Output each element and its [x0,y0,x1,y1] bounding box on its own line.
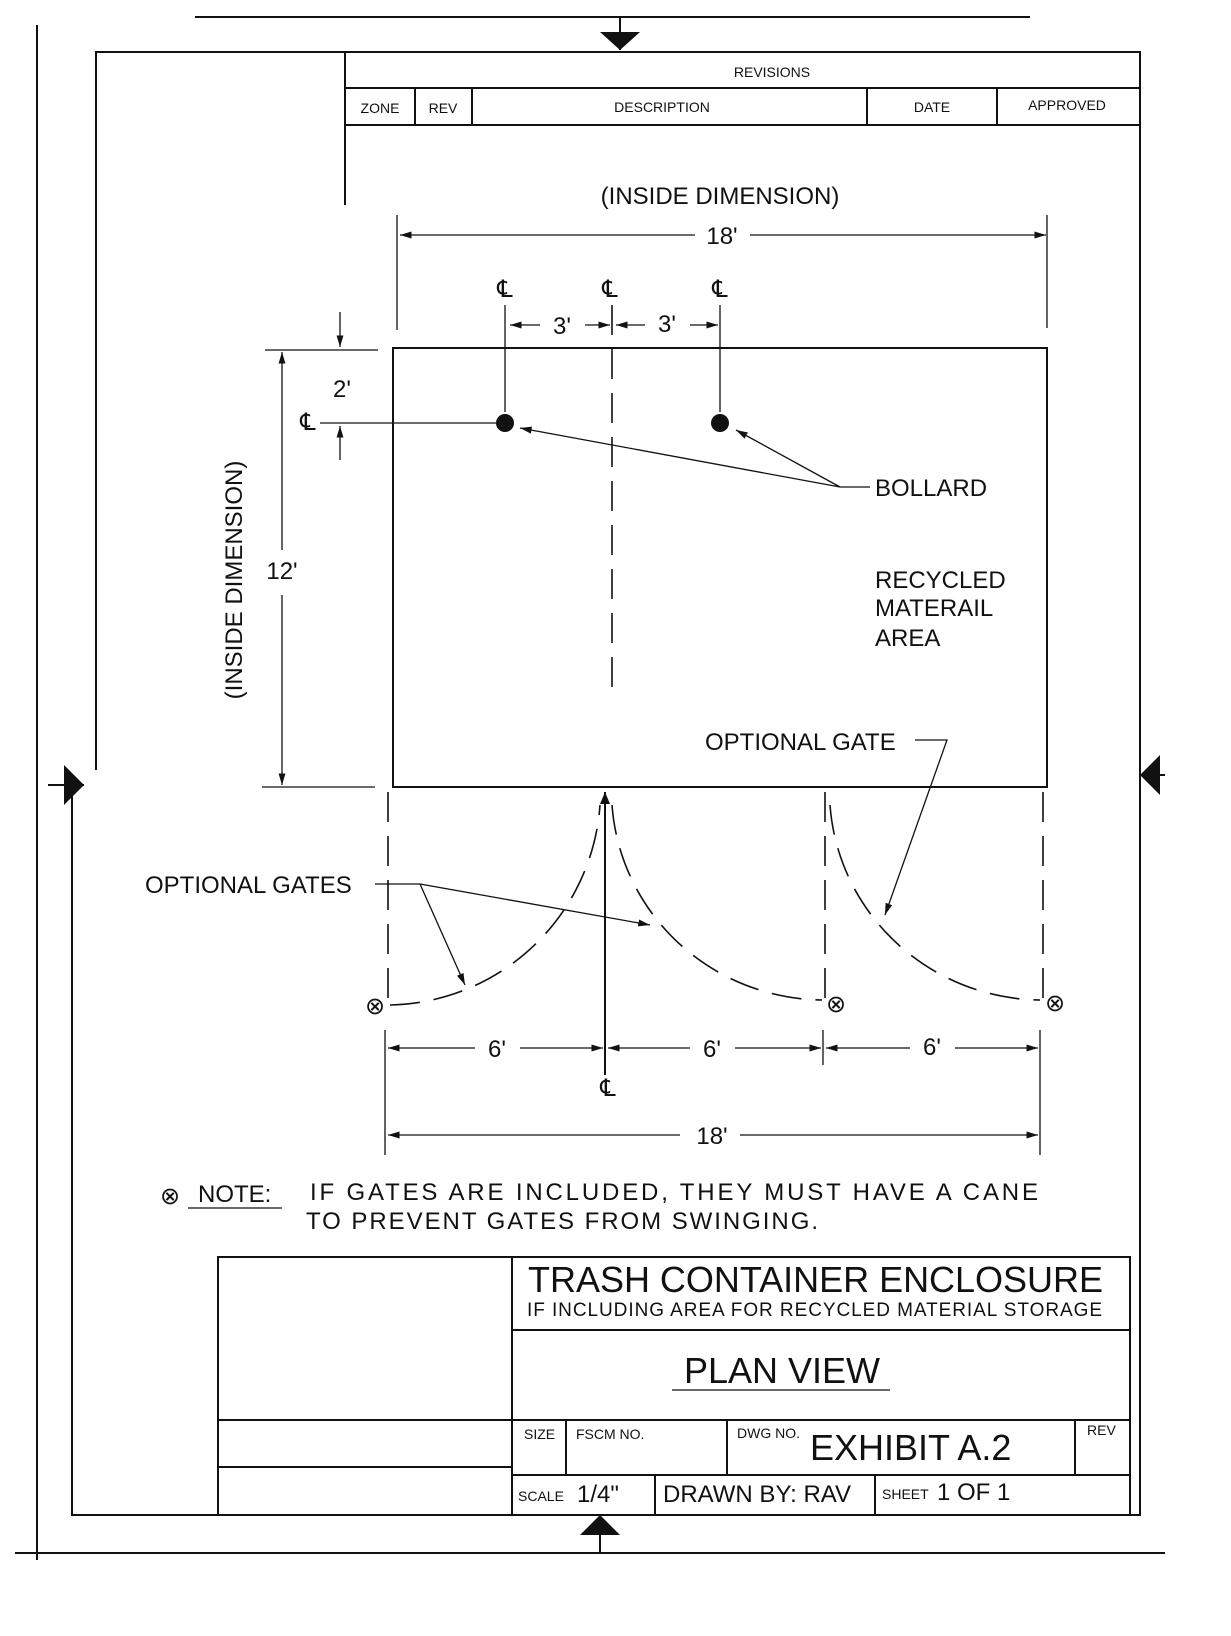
col-approved: APPROVED [1028,97,1106,113]
note-line2: TO PREVENT GATES FROM SWINGING. [306,1208,818,1235]
side-dimension-label: (INSIDE DIMENSION) [221,461,248,700]
centerline-icon: ℄ [601,276,618,303]
cane-icon: ⊗ [365,993,385,1020]
spacing-right: 3' [658,311,676,338]
sheet-frame [15,16,1165,1560]
drawing-title: TRASH CONTAINER ENCLOSURE [528,1259,1103,1300]
top-dimension-label: (INSIDE DIMENSION) [601,183,840,210]
bollard-right [711,414,729,432]
centerline-icon: ℄ [599,1075,616,1102]
plan-view: (INSIDE DIMENSION) 18' ℄ ℄ ℄ 3' 3' BOLLA… [145,183,1065,1155]
area-label-line1: RECYCLED [875,567,1006,594]
dwg-no-label: DWG NO. [737,1425,800,1441]
col-description: DESCRIPTION [614,99,710,115]
gate-swing-arc [389,804,601,1006]
side-dimension-value: 12' [266,558,297,585]
view-name: PLAN VIEW [684,1350,880,1391]
revisions-title: REVISIONS [734,64,810,80]
bollard-left [496,414,514,432]
col-date: DATE [914,99,950,115]
rev-label: REV [1087,1422,1116,1438]
gate-swing-arc [829,804,1041,1001]
fscm-label: FSCM NO. [576,1426,644,1442]
centerline-icon: ℄ [711,276,728,303]
col-zone: ZONE [361,100,400,116]
centerline-icon: ℄ [299,409,316,436]
title-block: TRASH CONTAINER ENCLOSURE IF INCLUDING A… [217,1256,1131,1516]
gate-width-1: 6' [488,1036,506,1063]
sheet-label: SHEET [882,1486,929,1502]
area-label-line2: MATERAIL [875,595,993,622]
cane-icon: ⊗ [160,1183,180,1210]
area-label-line3: AREA [875,625,940,652]
dwg-no-value: EXHIBIT A.2 [810,1427,1011,1468]
note: ⊗ NOTE: IF GATES ARE INCLUDED, THEY MUST… [160,1179,1038,1235]
gate-width-3: 6' [923,1034,941,1061]
cane-icon: ⊗ [1045,990,1065,1017]
drawn-by: DRAWN BY: RAV [663,1481,851,1508]
cane-icon: ⊗ [826,991,846,1018]
top-dimension-value: 18' [706,223,737,250]
col-rev: REV [429,100,458,116]
scale-label: SCALE [518,1488,564,1504]
optional-gates-label: OPTIONAL GATES [145,872,352,899]
bottom-dimension-value: 18' [696,1123,727,1150]
bollard-offset: 2' [333,376,351,403]
centerline-icon: ℄ [496,276,513,303]
spacing-left: 3' [553,313,571,340]
revisions-table: REVISIONS ZONE REV DESCRIPTION DATE APPR… [344,51,1141,205]
gate-width-2: 6' [703,1036,721,1063]
bollard-label: BOLLARD [875,475,987,502]
note-label: NOTE: [198,1181,271,1208]
optional-gate-label: OPTIONAL GATE [705,729,896,756]
size-label: SIZE [524,1426,555,1442]
gate-swing-arc [611,804,823,1001]
drawing-subtitle: IF INCLUDING AREA FOR RECYCLED MATERIAL … [527,1300,1102,1321]
note-line1: IF GATES ARE INCLUDED, THEY MUST HAVE A … [310,1179,1038,1206]
sheet-value: 1 OF 1 [937,1479,1010,1506]
scale-value: 1/4" [577,1481,619,1508]
